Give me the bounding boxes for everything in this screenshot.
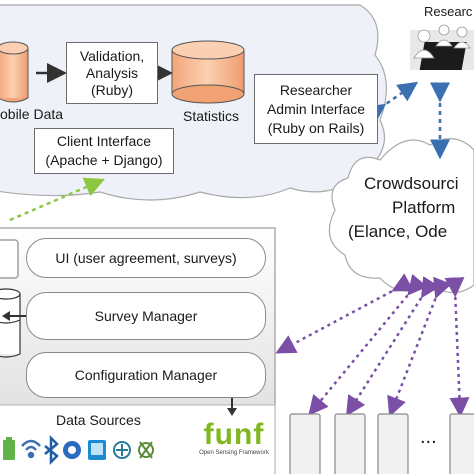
crowdsourcing-to-workers-arrows [275, 273, 470, 418]
arrow-admin-to-researcher [364, 81, 419, 124]
statistics-label: Statistics [183, 108, 240, 124]
admin-line-2: Admin Interface [266, 100, 366, 117]
bluetooth-icon [44, 434, 59, 466]
worker-phone [449, 413, 474, 474]
phone-icon [138, 441, 154, 459]
crowdsourcing-line-3: (Elance, Ode [348, 222, 448, 241]
validation-line-2: Analysis [85, 64, 139, 81]
client-line-2: (Apache + Django) [45, 152, 163, 168]
configuration-manager-module: Configuration Manager [26, 352, 266, 398]
location-icon [63, 441, 81, 459]
wifi-icon [21, 439, 41, 459]
client-line-1: Client Interface [56, 133, 152, 149]
funf-tagline: Open Sensing Framework [199, 450, 269, 456]
admin-line-3: (Ruby on Rails) [267, 119, 365, 136]
ui-module: UI (user agreement, surveys) [26, 238, 266, 278]
mobile-data-cylinder [0, 41, 29, 103]
data-source-icons [3, 434, 154, 466]
data-sources-bar [0, 404, 276, 474]
researcher-admin-interface-box: Researcher Admin Interface (Ruby on Rail… [254, 74, 378, 144]
worker-phone [377, 413, 409, 474]
funf-logo-text: funf [203, 418, 265, 451]
statistics-cylinder [171, 40, 245, 104]
mobile-data-label: obile Data [0, 106, 64, 122]
worker-phone [289, 413, 321, 474]
crowdsourcing-line-2: Platform [392, 198, 456, 217]
validation-analysis-box: Validation, Analysis (Ruby) [66, 42, 158, 104]
worker-phone [334, 413, 366, 474]
left-partial-box [0, 239, 19, 279]
battery-icon [3, 437, 15, 460]
funf-logo: funf Open Sensing Framework [198, 418, 270, 457]
accelerometer-icon [113, 441, 131, 459]
crowdsourcing-platform-text: Crowdsourci Platform (Elance, Ode [348, 172, 474, 244]
client-interface-box: Client Interface (Apache + Django) [34, 128, 174, 174]
worker-phones [289, 413, 474, 474]
phone-storage-cylinder [0, 288, 21, 358]
survey-manager-module: Survey Manager [26, 292, 266, 340]
data-sources-label: Data Sources [56, 412, 141, 428]
validation-line-3: (Ruby) [90, 81, 133, 98]
screen-icon [88, 440, 106, 460]
researcher-illustration [410, 24, 474, 70]
workers-ellipsis: ... [420, 426, 437, 448]
validation-line-1: Validation, [79, 47, 145, 64]
researcher-label: Researc [424, 4, 473, 19]
crowdsourcing-line-1: Crowdsourci [364, 174, 459, 193]
admin-line-1: Researcher [279, 81, 353, 98]
